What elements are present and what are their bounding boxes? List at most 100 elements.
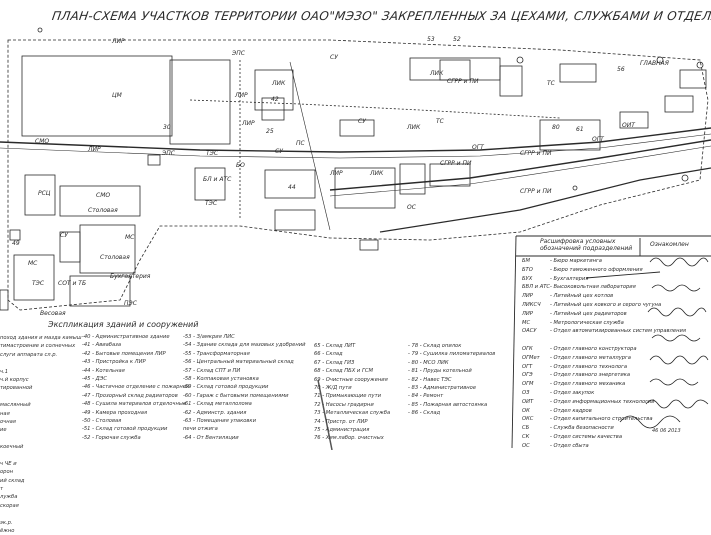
map-label: ЛИК [430,70,444,77]
department-abbreviation: БВЛ и АТС [522,284,551,291]
department-full-name: - Служба безопасности [550,425,614,432]
map-label: 56 [617,66,625,73]
department-full-name: - Отдел закупок [550,389,595,396]
department-key-row: ЛИКСЧ - Литейный цех ковкого и серого чуг… [522,301,686,310]
department-abbreviation: ОГМ [522,381,534,388]
map-label: СМО [96,192,111,199]
department-key-row: СБ - Служба безопасности [522,424,686,433]
map-label: 42 [271,96,279,103]
map-label: СГРР и ПИ [520,188,552,195]
department-abbreviation: ОЗ [522,389,530,396]
explication-entry: поход здания и мазда камыш [0,335,82,341]
explication-entry: тимастроение и солнечных [0,343,76,350]
department-full-name: - Литейный цех ковкого и серого чугуна [550,301,662,308]
explication-entry: -60 - Гараж с бытовыми помещениями [183,392,289,399]
map-label: ЛИР [330,170,343,177]
map-label: СГРР и ПИ [520,150,552,157]
map-label: ЭПС [232,50,245,57]
department-full-name: - Отдел кадров [550,407,592,414]
map-label: СОТ и ТБ [58,280,87,287]
map-label: Столовая [88,207,118,214]
explication-entry: -53 - З/амкрия ЛИС [183,334,235,340]
department-key-row: БУХ- Бухгалтерия [522,275,686,284]
department-key-row: ОАСУ- Отдел автоматизированных систем уп… [522,327,686,336]
explication-entry: ч.1 [0,368,9,375]
footer-note: 46 06 2013 [652,428,681,434]
department-key-row: ОГТ- Отдел главного технолога [522,363,686,372]
explication-entry [0,510,81,518]
explication-entry: ие [0,427,7,434]
department-full-name: - Бюро таможенного оформления [550,266,643,273]
explication-entry: -51 - Склад готовой продукции [82,426,168,433]
explication-entry: -57 - Склад СПТ и ПИ [183,367,241,374]
department-full-name: - Отдел информационных технологий [550,398,655,405]
explication-entry: -42 - Бытовые помещения ЛИР [82,350,166,357]
map-label: ЛИК [272,80,286,87]
department-full-name: - Отдел сбыта [550,442,589,449]
explication-column-1: поход здания и мазда камыш тимастроение и… [0,334,81,535]
map-title: ПЛАН-СХЕМА УЧАСТКОВ ТЕРРИТОРИИ ОАО"МЭЗО"… [51,9,711,23]
explication-entry: ч ЧЕ и [0,460,17,467]
map-label: ЛИР [88,146,101,153]
explication-entry: -56 - Центральный материальный склад [183,359,294,366]
explication-entry: -43 - Пристройка к ЛИР [82,359,146,366]
explication-entry: 73 - Металлическая служба [314,410,391,417]
department-key-row: СК- Отдел системы качества [522,433,686,442]
department-full-name: - Отдел главного конструктора [550,345,637,352]
map-label: БО [236,162,245,169]
map-label: ЛИР [242,120,255,127]
department-full-name: - Бухгалтерия [550,275,589,282]
department-abbreviation: ОГЭ [522,372,533,379]
explication-entry: 70 - Ж/Д пути [314,384,352,391]
explication-entry [0,393,81,401]
map-label: Весовая [40,310,66,317]
explication-entry: -50 - Столовая [82,417,122,424]
explication-entry: -44 - Котельная [82,367,125,374]
map-label: 30 [163,124,171,131]
department-abbreviation: ОГМет [522,354,540,361]
map-label: ПС [296,140,305,147]
explication-entry: - 86 - Склад [408,410,441,417]
map-label: ТЭС [205,200,218,207]
department-abbreviation: ОКС [522,416,534,423]
department-abbreviation: ЛИКСЧ [522,301,541,308]
explication-entry: очная [0,418,16,425]
map-label: ОГТ [592,136,604,143]
explication-entry: ч.й корпус [0,376,29,383]
department-key-row: БВЛ и АТС- Высоковольтная лаборатория [522,283,686,292]
department-abbreviation: БТО [522,266,533,273]
explication-entry: -64 - От Вентиляции [183,434,239,441]
department-full-name: - Бюро маркетинга [550,258,602,264]
map-label: СУ [60,232,68,239]
explication-entry: 75 - Администрация [314,426,370,433]
department-key-row: ЛИР- Литейный цех радиаторов [522,310,686,319]
department-full-name: - Высоковольтная лаборатория [550,284,636,291]
explication-entry: тированной [0,385,33,392]
map-label: ОИТ [622,122,635,129]
explication-entry: - 83 - Административное [408,384,477,391]
explication-entry: -48 - Сушила материалов отделочные [82,401,187,408]
department-abbreviation: СБ [522,425,530,432]
explication-entry: 67 - Склад ГИЗ [314,359,355,366]
explication-entry: слуги аппарата сл.р. [0,351,58,358]
explication-entry: т [0,486,4,493]
department-abbreviation: ЛИР [522,310,533,317]
department-key-row [522,336,686,345]
explication-entry: -55 - Трансформаторная [183,350,250,357]
department-abbreviation: ЛИР [522,293,533,300]
department-key-row: ОС- Отдел сбыта [522,442,686,451]
map-label: ЛИК [407,124,421,131]
department-key-row: ОКС- Отдел капитального строительства [522,415,686,424]
explication-entry: -46 - Частичное отделение с пожарной [82,384,190,391]
explication-entry: орон [0,469,14,476]
explication-entry: эк.р. [0,519,13,526]
explication-entry: 66 - Склад [314,351,343,358]
map-label: ТЭС [206,150,219,157]
map-label: 53 [427,36,435,43]
explication-entry: 69 - Очистные сооружения [314,376,388,383]
explication-column-5: - 78 - Склад опилок- 79 - Сушилка пилома… [408,342,495,418]
department-full-name: - Отдел главного энергетика [550,372,631,379]
department-key-row: БМ- Бюро маркетинга [522,257,686,266]
explication-entry: - 85 - Пожарная автостоянка [408,401,488,408]
